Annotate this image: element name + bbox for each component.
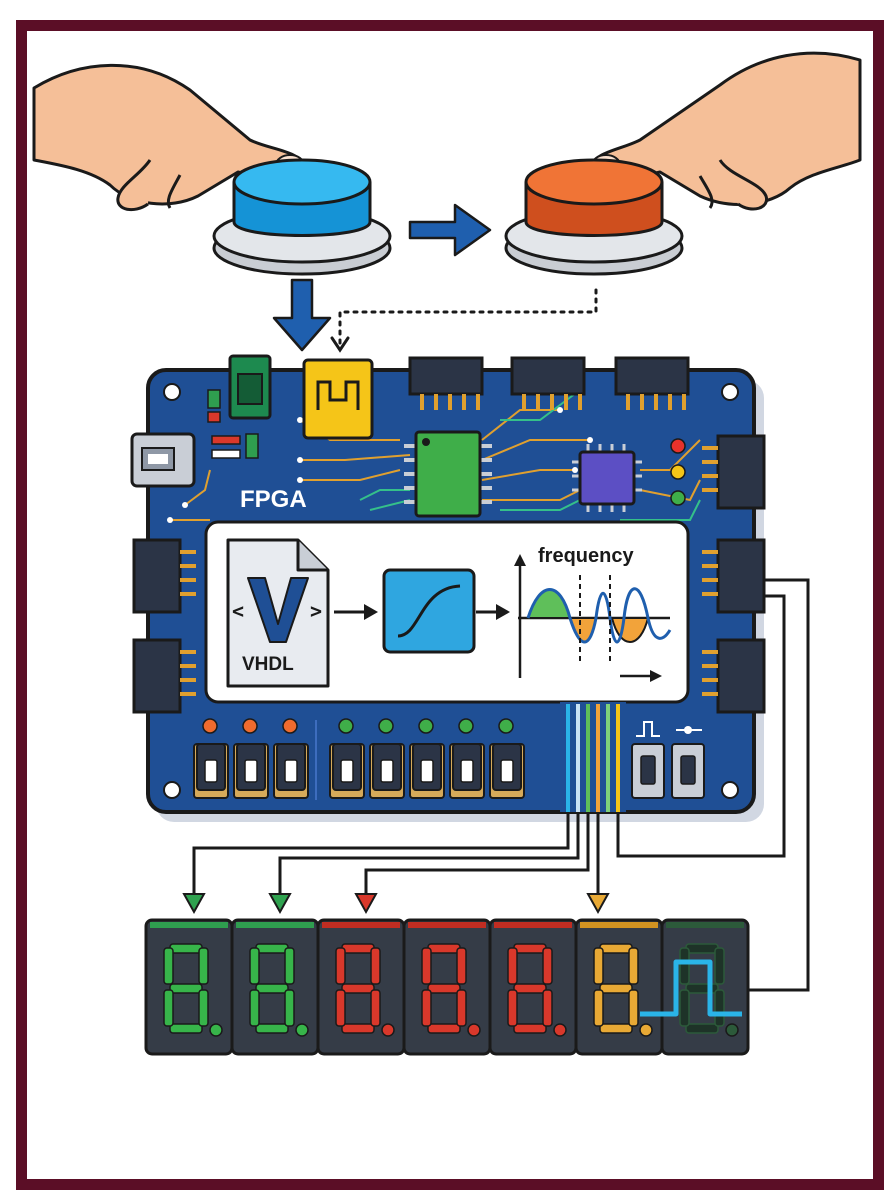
usb-port bbox=[130, 432, 196, 488]
fpga-label: FPGA bbox=[240, 486, 307, 513]
frequency-graph bbox=[514, 554, 672, 682]
start-button[interactable] bbox=[212, 158, 392, 276]
button-to-button-arrow bbox=[408, 203, 492, 257]
display-digit bbox=[230, 918, 320, 1056]
display-digit bbox=[574, 918, 664, 1056]
frequency-label: frequency bbox=[538, 545, 634, 567]
stop-to-board-dotted-line bbox=[338, 288, 598, 347]
vhdl-file-icon: < > bbox=[226, 538, 330, 688]
signal-jack bbox=[302, 358, 374, 440]
display-digit bbox=[144, 918, 234, 1056]
power-connector bbox=[228, 354, 272, 420]
pulse-waveform-icon bbox=[640, 959, 742, 1017]
fpga-board: FPGA < > VHDL bbox=[130, 354, 766, 822]
led-row bbox=[202, 718, 514, 734]
wire-bundle bbox=[560, 702, 626, 812]
slide-switches[interactable] bbox=[193, 743, 525, 799]
display-digit bbox=[316, 918, 406, 1056]
resistors bbox=[207, 389, 259, 459]
block-to-graph-arrow bbox=[476, 604, 510, 620]
seven-segment-display bbox=[144, 918, 750, 1056]
stop-button[interactable] bbox=[504, 158, 684, 276]
display-digit bbox=[660, 918, 750, 1056]
svg-text:<: < bbox=[232, 599, 244, 623]
display-wire-arrowheads bbox=[182, 893, 610, 915]
signal-block-icon bbox=[382, 568, 476, 654]
svg-text:>: > bbox=[310, 599, 322, 623]
start-to-board-arrow bbox=[272, 278, 332, 352]
display-digit bbox=[488, 918, 578, 1056]
fpga-chip bbox=[404, 430, 492, 518]
top-headers bbox=[408, 356, 690, 396]
vhdl-label: VHDL bbox=[242, 654, 294, 675]
status-leds bbox=[670, 438, 686, 506]
vhdl-to-block-arrow bbox=[334, 604, 378, 620]
display-wires bbox=[192, 578, 810, 992]
display-digit bbox=[402, 918, 492, 1056]
mode-switches[interactable] bbox=[631, 721, 705, 799]
side-headers bbox=[132, 434, 766, 714]
processor-chip bbox=[572, 444, 642, 512]
